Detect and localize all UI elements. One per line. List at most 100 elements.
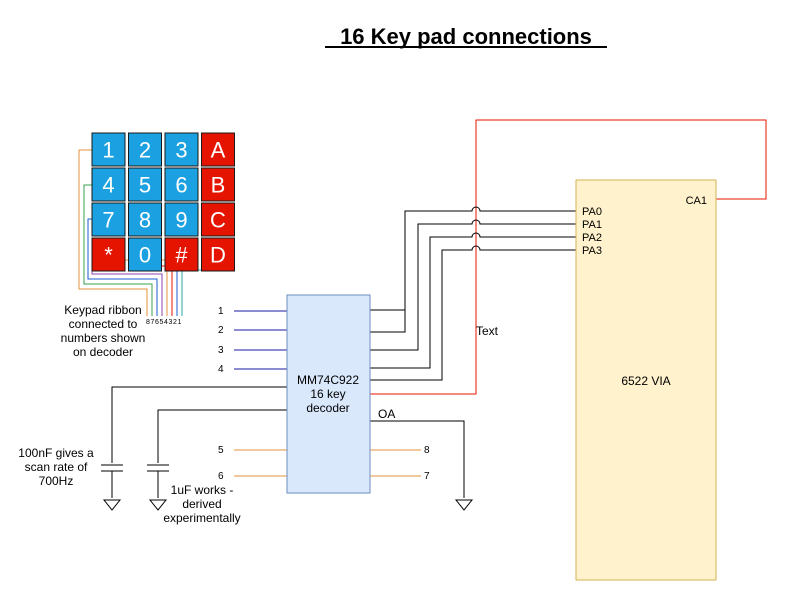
page-title: 16 Key pad connections <box>340 24 592 49</box>
oa-label: OA <box>378 407 395 421</box>
pin-label-6: 6 <box>218 471 224 482</box>
keypad-key: 1 <box>91 132 126 167</box>
wire-pa1 <box>370 219 576 351</box>
keypad-key-label: B <box>211 173 226 198</box>
keypad-key: A <box>201 132 235 167</box>
keypad-key-face <box>201 202 235 237</box>
keypad-key: 0 <box>128 237 162 272</box>
via-port-labels: PA0 PA1 PA2 PA3 <box>582 206 602 257</box>
cap-note-line: 1uF works - <box>171 483 234 497</box>
wire-pa2 <box>370 232 576 369</box>
kbm-cap-wire <box>157 409 287 463</box>
pin-label-8: 8 <box>424 445 430 456</box>
orange-pin-wires <box>234 449 421 477</box>
keypad-key: C <box>201 202 235 237</box>
keypad-key-face <box>164 132 199 167</box>
orange-pin-labels: 5 6 8 7 <box>218 445 430 482</box>
keypad-ribbon-note: Keypad ribbon connected to numbers shown… <box>61 303 146 359</box>
keypad-key-face <box>201 237 235 272</box>
keypad-key: 7 <box>91 202 126 237</box>
keypad-key-face <box>128 202 162 237</box>
decoder-chip <box>286 294 371 494</box>
data-wires <box>370 206 576 381</box>
keypad-key-face <box>91 167 126 202</box>
keypad-key-face <box>91 132 126 167</box>
cap-note-100nf: 100nF gives a scan rate of 700Hz <box>18 446 94 488</box>
cap-note-line: 100nF gives a <box>18 446 94 460</box>
ribbon-wire-row3 <box>87 218 158 316</box>
keypad-note-line: connected to <box>69 317 138 331</box>
capacitor-wires <box>111 386 465 498</box>
keypad-key: 5 <box>128 167 162 202</box>
keypad-key-face <box>128 167 162 202</box>
decoder-name-line: MM74C922 <box>297 373 359 387</box>
input-pin-label: 1 <box>218 306 224 317</box>
keypad-key-label: 8 <box>139 208 151 233</box>
keypad-key: D <box>201 237 235 272</box>
pin-label-5: 5 <box>218 445 224 456</box>
input-pin-label: 2 <box>218 325 224 336</box>
keypad-key-face <box>164 237 199 272</box>
cap-note-line: scan rate of <box>25 460 88 474</box>
keypad-key-face <box>201 167 235 202</box>
keypad-key-label: * <box>104 243 113 268</box>
keypad-key-label: 9 <box>175 208 187 233</box>
cap-note-line: derived <box>182 497 221 511</box>
via-port-label: PA1 <box>582 219 602 231</box>
keypad-key: * <box>91 237 126 272</box>
keypad-key-face <box>91 202 126 237</box>
keypad-key-label: 6 <box>175 173 187 198</box>
decoder-input-labels: 1 2 3 4 <box>218 306 224 375</box>
keypad-key-label: 4 <box>102 173 114 198</box>
oa-ground-wire <box>370 420 465 498</box>
keypad-key-label: 7 <box>102 208 114 233</box>
input-pin-label: 3 <box>218 345 224 356</box>
ribbon-wire-row1 <box>78 149 148 316</box>
wire-pa3 <box>370 245 576 381</box>
ground-icon <box>454 499 474 511</box>
keypad-key-label: 1 <box>102 138 114 163</box>
keypad-key: 6 <box>164 167 199 202</box>
ribbon-wire-row2 <box>83 184 153 316</box>
decoder-label: MM74C922 16 key decoder <box>297 373 359 415</box>
via-name: 6522 VIA <box>621 374 670 388</box>
keypad-key: 9 <box>164 202 199 237</box>
text-label: Text <box>476 324 499 338</box>
keypad-key-face <box>128 132 162 167</box>
keypad-key-face <box>91 237 126 272</box>
decoder-input-wires <box>234 310 287 370</box>
via-chip <box>575 179 717 581</box>
keypad-key-label: A <box>211 138 226 163</box>
cap-note-line: experimentally <box>163 511 240 525</box>
capacitor-1uf <box>147 464 169 498</box>
keypad-key-label: 2 <box>139 138 151 163</box>
via-port-label: PA2 <box>582 232 602 244</box>
decoder-name-line: 16 key <box>310 387 345 401</box>
keypad-key-face <box>128 237 162 272</box>
keypad-key-label: D <box>210 243 226 268</box>
input-pin-label: 4 <box>218 364 224 375</box>
via-port-label: PA3 <box>582 245 602 257</box>
pin-label-7: 7 <box>424 471 430 482</box>
keypad-key-face <box>164 167 199 202</box>
keypad-note-line: numbers shown <box>61 331 146 345</box>
ca1-interrupt-wire <box>370 119 767 395</box>
keypad-key-label: 3 <box>175 138 187 163</box>
keypad-key-label: 5 <box>139 173 151 198</box>
keypad-key: # <box>164 237 199 272</box>
keypad-key: 4 <box>91 167 126 202</box>
osc-cap-wire <box>111 386 287 463</box>
capacitor-100nf <box>101 464 123 498</box>
ground-icon <box>102 499 122 511</box>
keypad-key: 8 <box>128 202 162 237</box>
decoder-name-line: decoder <box>306 401 349 415</box>
wire-pa0 <box>370 206 576 333</box>
keypad-key: 3 <box>164 132 199 167</box>
via-port-label: PA0 <box>582 206 602 218</box>
keypad-key-label: 0 <box>139 243 151 268</box>
keypad-note-line: on decoder <box>73 345 133 359</box>
keypad-note-line: Keypad ribbon <box>64 303 141 317</box>
keypad-key-face <box>164 202 199 237</box>
